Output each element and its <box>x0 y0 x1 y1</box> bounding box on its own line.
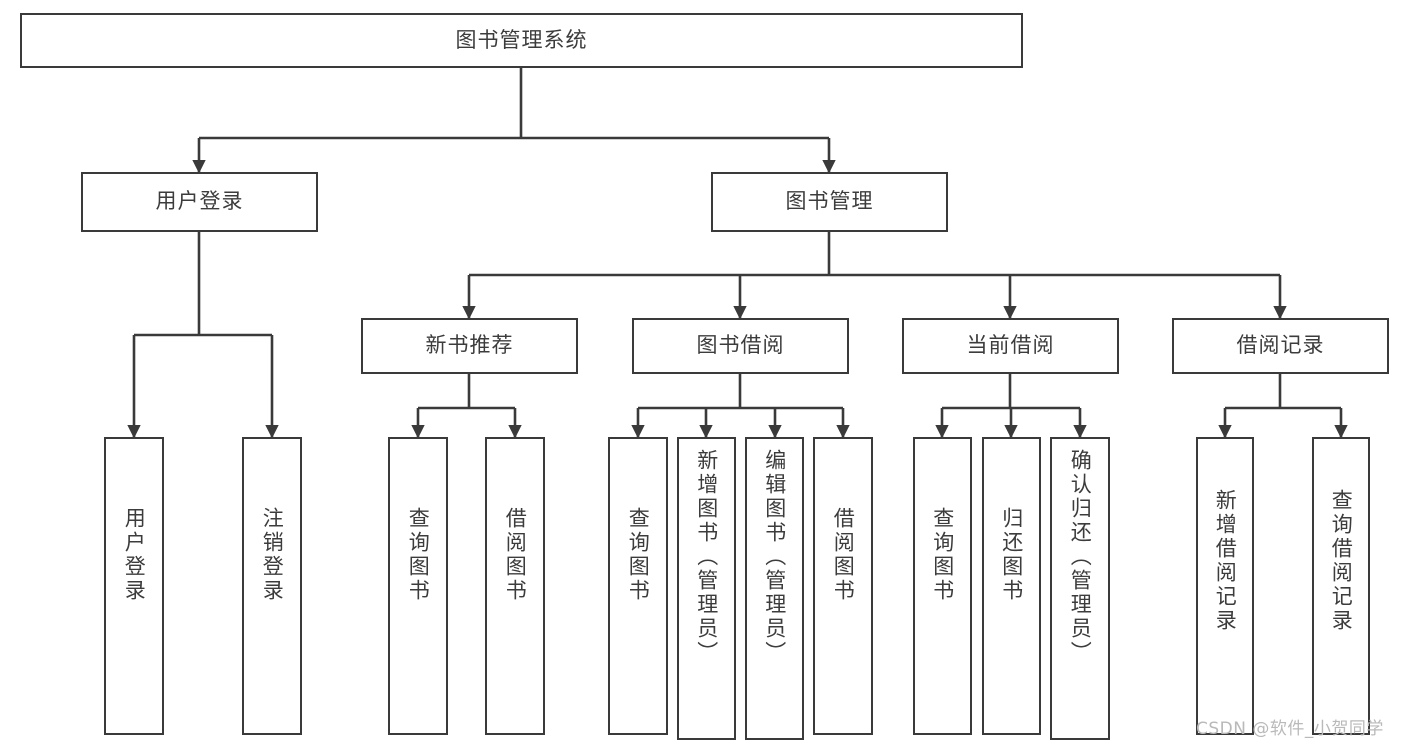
node-leaf-query-record[interactable]: 查询借阅记录 <box>1312 437 1370 735</box>
node-label-current-borrow: 当前借阅 <box>966 333 1055 358</box>
node-leaf-query-book-3[interactable]: 查询图书 <box>913 437 972 735</box>
node-label-leaf-borrow-book-1: 借阅图书 <box>503 507 528 603</box>
node-leaf-add-book[interactable]: 新增图书（管理员） <box>677 437 736 740</box>
node-user-login[interactable]: 用户登录 <box>81 172 318 232</box>
node-label-new-book-rec: 新书推荐 <box>425 333 514 358</box>
node-leaf-borrow-book-2[interactable]: 借阅图书 <box>813 437 873 735</box>
node-leaf-user-logout[interactable]: 注销登录 <box>242 437 302 735</box>
watermark-text: CSDN @软件_小贺同学 <box>1196 719 1384 739</box>
node-label-leaf-user-login: 用户登录 <box>122 507 147 603</box>
node-label-leaf-user-logout: 注销登录 <box>260 507 285 603</box>
node-leaf-query-book-1[interactable]: 查询图书 <box>388 437 448 735</box>
node-label-leaf-query-book-2: 查询图书 <box>626 507 651 603</box>
node-label-leaf-confirm-return: 确认归还（管理员） <box>1068 449 1093 665</box>
node-book-borrow[interactable]: 图书借阅 <box>632 318 849 374</box>
node-label-borrow-record: 借阅记录 <box>1236 333 1325 358</box>
node-leaf-return-book[interactable]: 归还图书 <box>982 437 1041 735</box>
node-leaf-edit-book[interactable]: 编辑图书（管理员） <box>745 437 804 740</box>
node-leaf-borrow-book-1[interactable]: 借阅图书 <box>485 437 545 735</box>
node-new-book-rec[interactable]: 新书推荐 <box>361 318 578 374</box>
node-root[interactable]: 图书管理系统 <box>20 13 1023 68</box>
node-label-leaf-add-record: 新增借阅记录 <box>1213 489 1238 633</box>
node-label-leaf-add-book: 新增图书（管理员） <box>694 449 719 665</box>
node-leaf-user-login[interactable]: 用户登录 <box>104 437 164 735</box>
node-current-borrow[interactable]: 当前借阅 <box>902 318 1119 374</box>
node-label-root: 图书管理系统 <box>455 27 588 52</box>
node-label-leaf-borrow-book-2: 借阅图书 <box>831 507 856 603</box>
node-label-leaf-edit-book: 编辑图书（管理员） <box>762 449 787 665</box>
node-label-user-login: 用户登录 <box>155 189 244 214</box>
node-label-leaf-return-book: 归还图书 <box>999 507 1024 603</box>
node-leaf-add-record[interactable]: 新增借阅记录 <box>1196 437 1254 735</box>
node-label-book-borrow: 图书借阅 <box>696 333 785 358</box>
node-book-mgmt[interactable]: 图书管理 <box>711 172 948 232</box>
node-leaf-confirm-return[interactable]: 确认归还（管理员） <box>1050 437 1110 740</box>
node-label-leaf-query-record: 查询借阅记录 <box>1329 489 1354 633</box>
node-label-book-mgmt: 图书管理 <box>785 189 874 214</box>
node-leaf-query-book-2[interactable]: 查询图书 <box>608 437 668 735</box>
node-label-leaf-query-book-3: 查询图书 <box>930 507 955 603</box>
node-label-leaf-query-book-1: 查询图书 <box>406 507 431 603</box>
node-borrow-record[interactable]: 借阅记录 <box>1172 318 1389 374</box>
